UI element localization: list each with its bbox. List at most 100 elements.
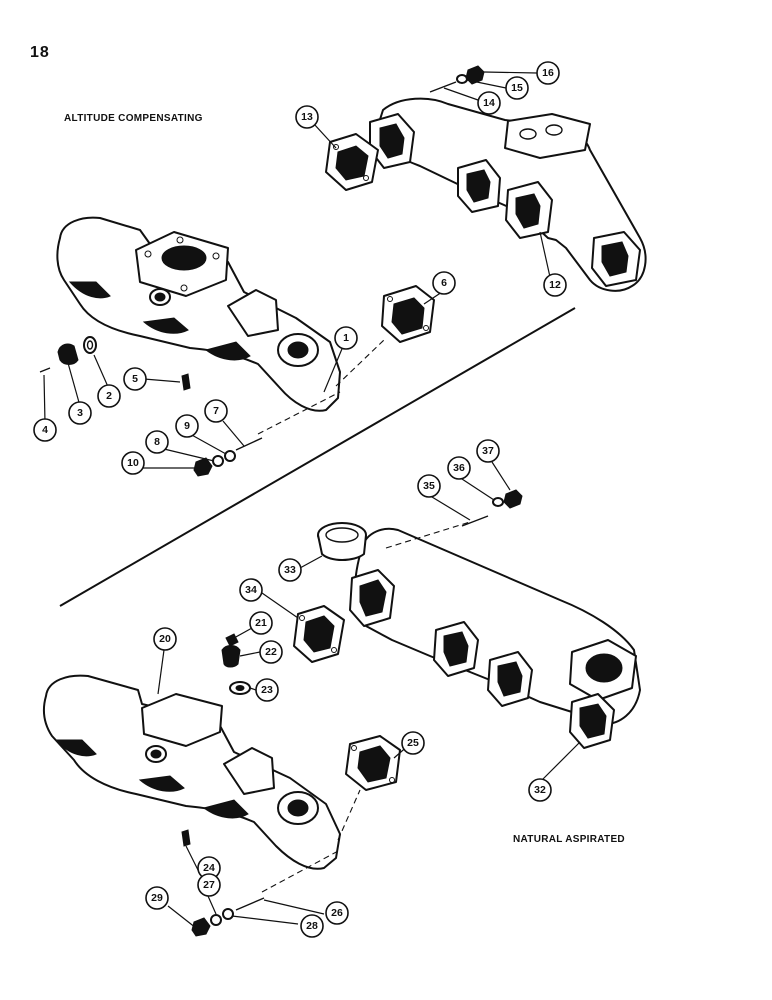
lockwasher-part-27 — [210, 914, 222, 926]
svg-text:10: 10 — [127, 457, 139, 469]
gasket-part-6 — [381, 285, 435, 343]
callout-28: 28 — [300, 914, 324, 938]
gasket-part-34 — [293, 605, 345, 663]
leader-lines — [43, 71, 581, 929]
callout-8: 8 — [145, 430, 169, 454]
stud-part-7 — [235, 437, 263, 451]
callout-14: 14 — [477, 91, 501, 115]
callout-16: 16 — [536, 61, 560, 85]
svg-text:33: 33 — [284, 564, 296, 576]
svg-text:26: 26 — [331, 907, 343, 919]
svg-text:1: 1 — [343, 332, 349, 344]
screw-part-24 — [181, 829, 191, 847]
callout-1: 1 — [334, 326, 358, 350]
svg-text:3: 3 — [77, 407, 83, 419]
stud-part-14 — [429, 81, 457, 93]
svg-text:36: 36 — [453, 462, 465, 474]
callout-6: 6 — [432, 271, 456, 295]
callout-25: 25 — [401, 731, 425, 755]
svg-text:4: 4 — [42, 424, 48, 436]
manifold-lower-half-part-20 — [43, 674, 341, 870]
callout-35: 35 — [417, 474, 441, 498]
stud-part-26 — [235, 897, 265, 911]
plug-part-22 — [221, 645, 241, 668]
svg-text:16: 16 — [542, 67, 554, 79]
setscrew-part-4 — [39, 367, 51, 373]
washer-part-28 — [222, 908, 234, 920]
nut-part-37 — [503, 489, 523, 509]
ring-part-33 — [317, 522, 367, 561]
lockwasher-part-8 — [212, 455, 224, 467]
washer-part-36 — [492, 497, 504, 507]
gasket-part-25 — [345, 735, 401, 791]
callout-2: 2 — [97, 384, 121, 408]
assembly-dash-line — [335, 339, 385, 387]
svg-text:34: 34 — [245, 584, 257, 596]
callout-23: 23 — [255, 678, 279, 702]
svg-text:29: 29 — [151, 892, 163, 904]
callout-20: 20 — [153, 627, 177, 651]
svg-text:5: 5 — [132, 373, 138, 385]
assembly-dash-line — [257, 391, 341, 435]
manifold-upper-half-part-12 — [369, 97, 647, 292]
washer-part-15 — [456, 74, 468, 84]
callout-29: 29 — [145, 886, 169, 910]
manifold-upper-half-part-32 — [349, 527, 641, 749]
svg-text:7: 7 — [213, 405, 219, 417]
callout-10: 10 — [121, 451, 145, 475]
callout-34: 34 — [239, 578, 263, 602]
manifold-lower-half-part-1 — [56, 216, 341, 412]
svg-text:12: 12 — [549, 279, 561, 291]
callout-4: 4 — [33, 418, 57, 442]
svg-text:24: 24 — [203, 862, 215, 874]
callout-26: 26 — [325, 901, 349, 925]
callout-12: 12 — [543, 273, 567, 297]
section-divider-line — [59, 307, 576, 607]
callout-7: 7 — [204, 399, 228, 423]
svg-text:27: 27 — [203, 879, 215, 891]
svg-text:35: 35 — [423, 480, 435, 492]
callout-33: 33 — [278, 558, 302, 582]
svg-text:23: 23 — [261, 684, 273, 696]
svg-text:25: 25 — [407, 737, 419, 749]
callout-32: 32 — [528, 778, 552, 802]
gasket-part-13 — [325, 133, 379, 191]
washer-part-23 — [229, 681, 251, 695]
svg-text:8: 8 — [154, 436, 160, 448]
plug-part-3 — [57, 343, 79, 365]
svg-text:9: 9 — [184, 420, 190, 432]
svg-text:20: 20 — [159, 633, 171, 645]
nut-part-29 — [191, 917, 211, 937]
washer-part-9 — [224, 450, 236, 462]
svg-text:28: 28 — [306, 920, 318, 932]
svg-text:32: 32 — [534, 784, 546, 796]
svg-text:21: 21 — [255, 617, 267, 629]
stud-part-35 — [461, 515, 489, 527]
callout-5: 5 — [123, 367, 147, 391]
callout-9: 9 — [175, 414, 199, 438]
setscrew-part-21 — [225, 633, 239, 647]
svg-text:37: 37 — [482, 445, 494, 457]
svg-text:15: 15 — [511, 82, 523, 94]
page-number: 18 — [30, 44, 50, 61]
svg-text:22: 22 — [265, 646, 277, 658]
assembly-dash-line — [385, 521, 471, 549]
callout-27: 27 — [197, 873, 221, 897]
assembly-dash-line — [337, 789, 361, 841]
callout-36: 36 — [447, 456, 471, 480]
svg-text:6: 6 — [441, 277, 447, 289]
section-label-natural-aspirated: NATURAL ASPIRATED — [513, 834, 625, 845]
callout-13: 13 — [295, 105, 319, 129]
svg-text:13: 13 — [301, 111, 313, 123]
nut-part-10 — [193, 457, 213, 477]
callout-37: 37 — [476, 439, 500, 463]
screw-part-5 — [181, 373, 191, 391]
section-label-altitude-compensating: ALTITUDE COMPENSATING — [64, 113, 203, 124]
svg-text:2: 2 — [106, 390, 112, 402]
callout-22: 22 — [259, 640, 283, 664]
svg-text:14: 14 — [483, 97, 495, 109]
assembly-dash-line — [261, 849, 341, 893]
washer-part-2 — [83, 336, 97, 354]
callout-3: 3 — [68, 401, 92, 425]
